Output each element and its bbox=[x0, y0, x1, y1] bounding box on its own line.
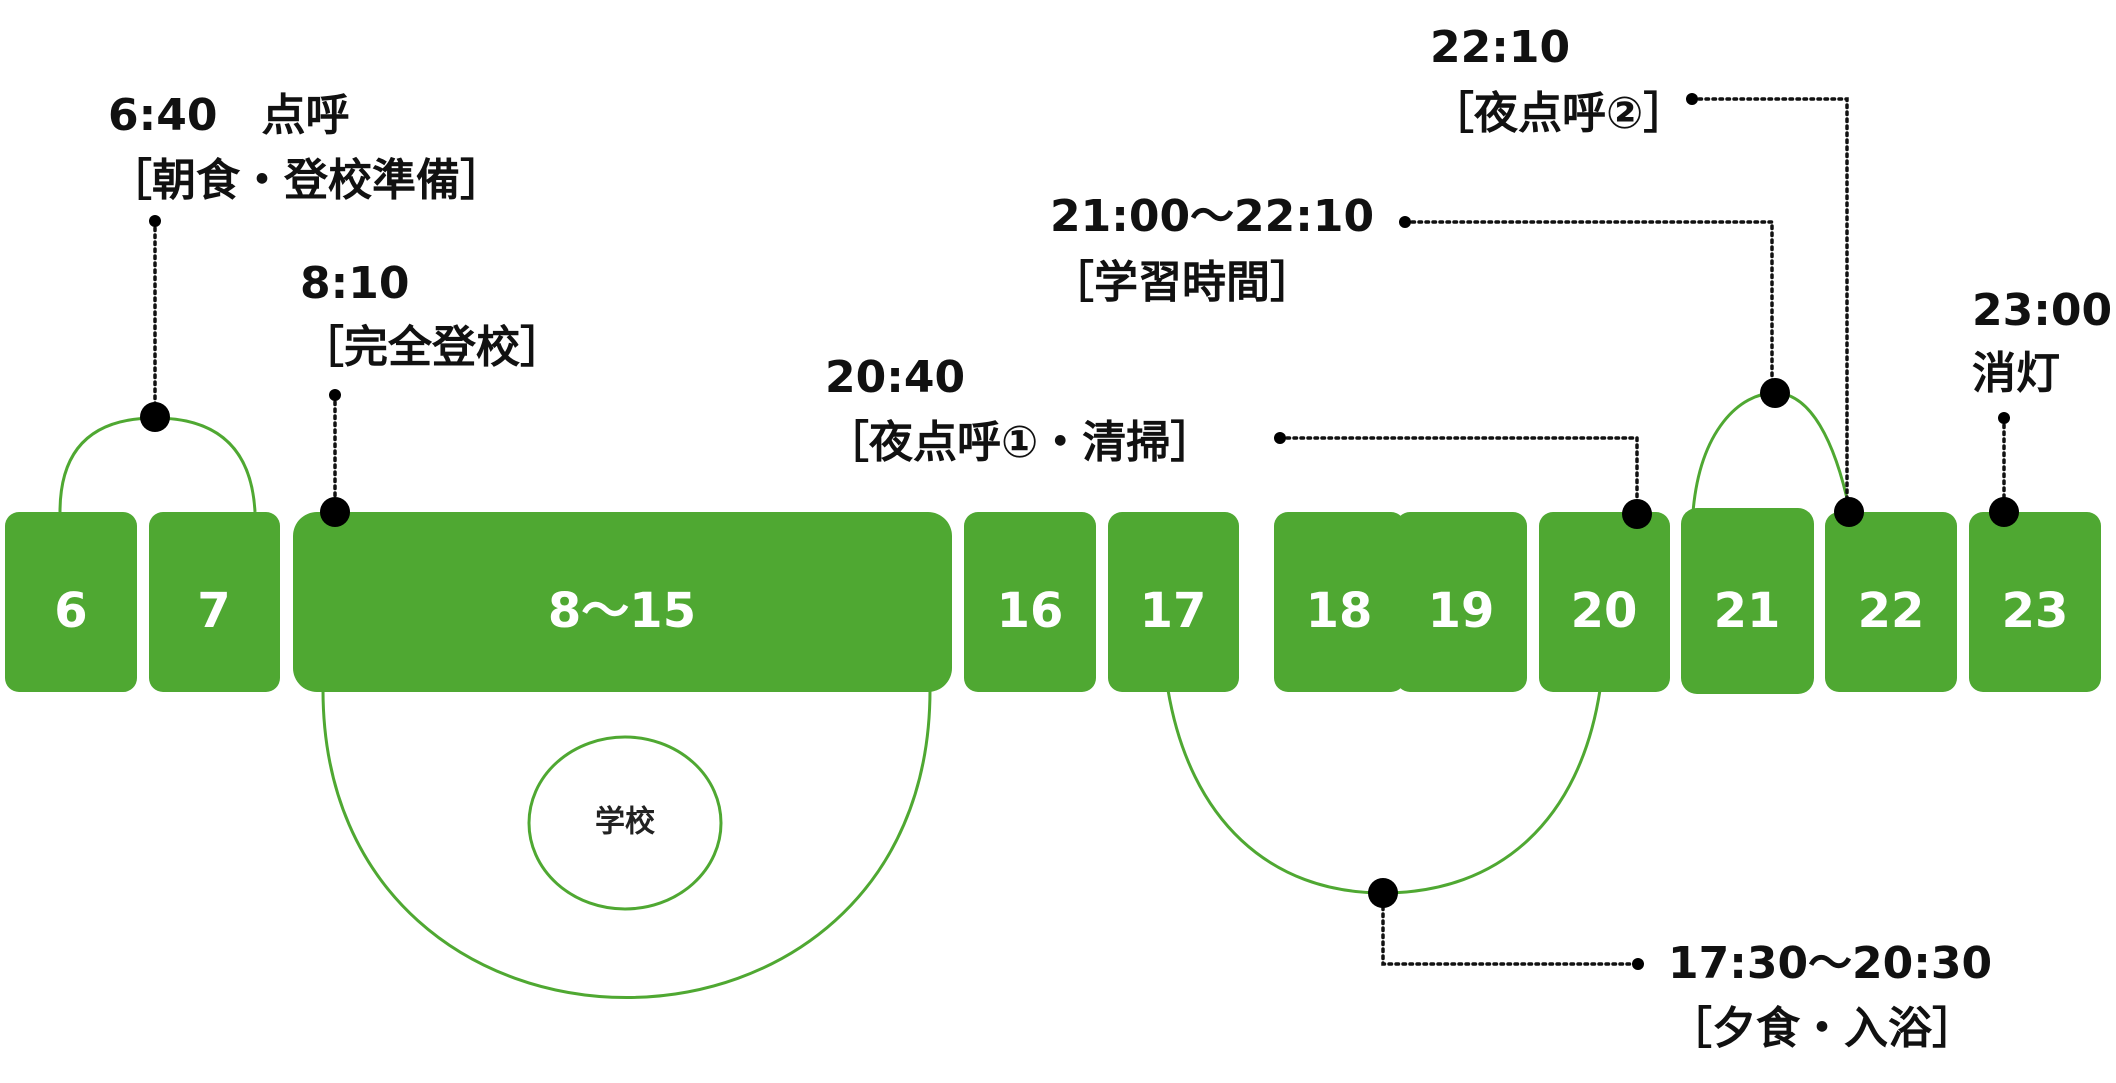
dot-study-time bbox=[1760, 378, 1790, 408]
arc-study-time bbox=[1691, 391, 1852, 513]
hour-block-20: 20 bbox=[1539, 512, 1670, 692]
annotation-dinner-bath: 17:30〜20:30 ［夕食・入浴］ bbox=[1668, 938, 1992, 1054]
dot-end-dinner-bath bbox=[1632, 958, 1644, 970]
annotation-night-rollcall-1-time: 20:40 bbox=[825, 352, 965, 403]
dot-end-night-rollcall-1 bbox=[1274, 432, 1286, 444]
hour-block-6: 6 bbox=[5, 512, 137, 692]
dot-end-morning-rollcall bbox=[149, 215, 161, 227]
hour-block-7: 7 bbox=[149, 512, 280, 692]
hour-block-18: 18 bbox=[1274, 512, 1405, 692]
annotation-morning-rollcall-time: 6:40 点呼 bbox=[108, 90, 349, 141]
annotation-lights-out-time: 23:00 bbox=[1972, 285, 2112, 336]
dot-end-study-time bbox=[1399, 216, 1411, 228]
hour-label-7: 7 bbox=[197, 583, 230, 639]
annotation-morning-rollcall: 6:40 点呼 ［朝食・登校準備］ bbox=[108, 90, 504, 206]
hour-block-8-15: 8〜15 bbox=[293, 512, 952, 692]
hour-block-19: 19 bbox=[1396, 512, 1527, 692]
annotation-night-rollcall-2-detail: ［夜点呼②］ bbox=[1430, 88, 1687, 139]
annotation-night-rollcall-1-detail: ［夜点呼①・清掃］ bbox=[825, 417, 1214, 468]
annotation-school-arrival: 8:10 ［完全登校］ bbox=[300, 258, 564, 373]
annotation-night-rollcall-2-time: 22:10 bbox=[1430, 22, 1570, 73]
annotation-dinner-bath-time: 17:30〜20:30 bbox=[1668, 938, 1992, 989]
annotation-school-arrival-time: 8:10 bbox=[300, 258, 409, 309]
annotation-school-arrival-detail: ［完全登校］ bbox=[300, 322, 564, 373]
hour-label-18: 18 bbox=[1306, 583, 1373, 639]
annotation-morning-rollcall-detail: ［朝食・登校準備］ bbox=[108, 155, 504, 206]
dot-end-lights-out bbox=[1998, 412, 2010, 424]
hour-block-22: 22 bbox=[1825, 512, 1957, 692]
annotation-study-time-detail: ［学習時間］ bbox=[1050, 257, 1314, 308]
leader-night-rollcall-1 bbox=[1278, 436, 1639, 514]
annotation-study-time: 21:00〜22:10 ［学習時間］ bbox=[1050, 191, 1374, 308]
hour-block-17: 17 bbox=[1108, 512, 1239, 692]
leader-study-time bbox=[1403, 220, 1774, 395]
hour-label-16: 16 bbox=[997, 583, 1064, 639]
hour-label-21: 21 bbox=[1714, 583, 1781, 639]
arc-school bbox=[321, 689, 932, 999]
dot-school-arrival bbox=[320, 497, 350, 527]
dot-night-rollcall-2 bbox=[1834, 497, 1864, 527]
school-circle bbox=[527, 735, 723, 911]
school-label: 学校 bbox=[595, 805, 655, 840]
dot-end-school-arrival bbox=[329, 389, 341, 401]
hour-label-20: 20 bbox=[1571, 583, 1638, 639]
hour-block-23: 23 bbox=[1969, 512, 2101, 692]
annotation-night-rollcall-2: 22:10 ［夜点呼②］ bbox=[1430, 22, 1687, 139]
arc-dinner-bath bbox=[1166, 689, 1602, 895]
annotation-dinner-bath-detail: ［夕食・入浴］ bbox=[1668, 1003, 1976, 1054]
annotation-study-time-time: 21:00〜22:10 bbox=[1050, 191, 1374, 242]
arc-6-7 bbox=[58, 416, 257, 513]
dot-morning-rollcall bbox=[140, 402, 170, 432]
hour-label-8-15: 8〜15 bbox=[548, 583, 696, 639]
hour-label-19: 19 bbox=[1428, 583, 1495, 639]
leader-night-rollcall-2 bbox=[1690, 97, 1849, 514]
annotation-lights-out: 23:00 消灯 bbox=[1972, 285, 2112, 399]
annotation-lights-out-detail: 消灯 bbox=[1972, 348, 2060, 399]
leader-dinner-bath bbox=[1381, 891, 1640, 966]
hour-label-22: 22 bbox=[1858, 583, 1925, 639]
hour-label-17: 17 bbox=[1140, 583, 1207, 639]
annotation-night-rollcall-1: 20:40 ［夜点呼①・清掃］ bbox=[825, 352, 1214, 468]
dot-dinner-bath bbox=[1368, 878, 1398, 908]
hour-label-6: 6 bbox=[54, 583, 87, 639]
hour-block-21: 21 bbox=[1681, 508, 1814, 694]
dot-night-rollcall-1 bbox=[1622, 499, 1652, 529]
dot-end-night-rollcall-2 bbox=[1686, 93, 1698, 105]
hour-label-23: 23 bbox=[2002, 583, 2069, 639]
hour-block-16: 16 bbox=[964, 512, 1096, 692]
dot-lights-out bbox=[1989, 497, 2019, 527]
